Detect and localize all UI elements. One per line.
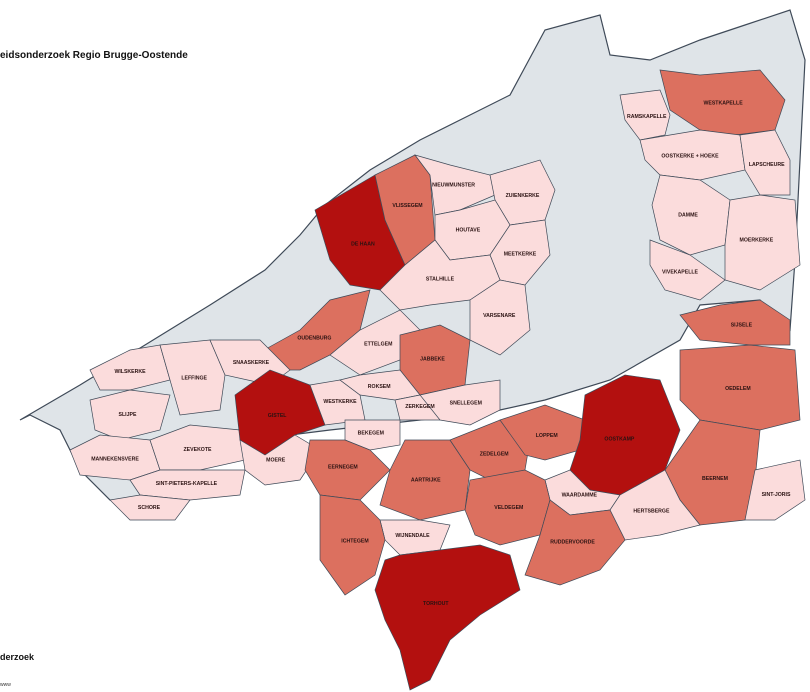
municipality-sint-joris [744, 459, 806, 521]
label-moerkerke: MOERKERKE [740, 237, 774, 243]
label-ramskapelle: RAMSKAPELLE [627, 114, 667, 120]
label-oudenburg: OUDENBURG [297, 336, 331, 342]
label-zuienkerke: ZUIENKERKE [506, 193, 540, 199]
municipality-moerkerke [724, 194, 801, 291]
label-ettelgem: ETTELGEM [364, 341, 392, 347]
municipality-oostkerke-hoeke [639, 129, 746, 181]
label-schore: SCHORE [138, 505, 161, 511]
municipality-vivekapelle [649, 239, 726, 301]
legend-title: derzoek [0, 652, 35, 662]
label-hertsberge: HERTSBERGE [633, 509, 670, 515]
municipality-hertsberge [609, 469, 701, 541]
municipality-snellegem [419, 379, 501, 426]
label-varsenare: VARSENARE [483, 313, 516, 319]
municipality-varsenare [469, 279, 531, 356]
label-sint-pieters-kapelle: SINT-PIETERS-KAPELLE [156, 481, 218, 487]
municipality-oedelem [679, 344, 801, 431]
label-beernem: BEERNEM [702, 476, 728, 482]
label-ruddervoorde: RUDDERVOORDE [550, 539, 595, 545]
label-leffinge: LEFFINGE [181, 376, 207, 382]
label-oostkerke-hoeke: OOSTKERKE + HOEKE [661, 154, 719, 160]
label-sint-joris: SINT-JORIS [762, 492, 791, 498]
label-roksem: ROKSEM [368, 384, 391, 390]
label-wenduine: DE HAAN [351, 242, 375, 248]
legend-subtitle: www [0, 682, 11, 688]
label-westkerke: WESTKERKE [323, 399, 357, 405]
label-bekegem: BEKEGEM [358, 431, 384, 437]
label-westkapelle: WESTKAPELLE [703, 101, 743, 107]
municipality-damme [651, 174, 731, 256]
municipality-slijpe [89, 389, 171, 441]
municipality-lapscheure [739, 129, 791, 196]
label-waardamme: WAARDAMME [562, 492, 598, 498]
municipality-ichtegem [319, 494, 386, 596]
label-lapscheure: LAPSCHEURE [749, 162, 785, 168]
municipality-sijsele [679, 299, 791, 346]
label-torhout: TORHOUT [423, 601, 449, 607]
label-veldegem: VELDEGEM [494, 505, 523, 511]
label-jabbeke: JABBEKE [420, 356, 445, 362]
label-slijpe: SLIJPE [119, 412, 137, 418]
map-title: eidsonderzoek Regio Brugge-Oostende [0, 50, 188, 61]
label-vlissegem: VLISSEGEM [392, 203, 422, 209]
label-nieuwmunster: NIEUWMUNSTER [432, 182, 475, 188]
label-zevekote: ZEVEKOTE [184, 447, 212, 453]
municipality-ruddervoorde [524, 499, 626, 586]
label-aartrijke: AARTRIJKE [411, 477, 441, 483]
label-wilskerke: WILSKERKE [114, 369, 146, 375]
municipality-schore [109, 494, 191, 521]
label-moere: MOERE [266, 457, 286, 463]
label-loppem: LOPPEM [536, 433, 558, 439]
label-wijnendale: WIJNENDALE [395, 533, 430, 539]
label-mannekensvere: MANNEKENSVERE [91, 456, 139, 462]
label-zedelgem: ZEDELGEM [480, 451, 509, 457]
label-sijsele: SIJSELE [731, 322, 753, 328]
municipality-westkerke [309, 379, 366, 426]
label-gistel: GISTEL [268, 413, 288, 419]
municipality-torhout [374, 544, 521, 691]
label-oostkamp: OOSTKAMP [604, 436, 635, 442]
label-meetkerke: MEETKERKE [504, 251, 537, 257]
municipality-aartrijke [379, 439, 471, 521]
label-zerkegem: ZERKEGEM [405, 404, 434, 410]
municipality-eerneghem [304, 439, 391, 501]
label-vivekapelle: VIVEKAPELLE [662, 270, 699, 276]
label-snaaskerke: SNAASKERKE [233, 360, 270, 366]
label-houtave: HOUTAVE [456, 227, 481, 233]
label-damme: DAMME [678, 212, 698, 218]
label-eerneghem: EERNEGEM [328, 464, 358, 470]
municipality-stalhille [379, 239, 501, 311]
label-stalhille: STALHILLE [426, 276, 455, 282]
label-ichtegem: ICHTEGEM [341, 539, 368, 545]
label-oedelem: OEDELEM [725, 386, 751, 392]
municipality-wilskerke [89, 344, 171, 391]
label-snellegem: SNELLEGEM [450, 401, 482, 407]
municipality-nieuwmunster [414, 154, 496, 216]
municipality-ramskapelle [619, 89, 671, 141]
